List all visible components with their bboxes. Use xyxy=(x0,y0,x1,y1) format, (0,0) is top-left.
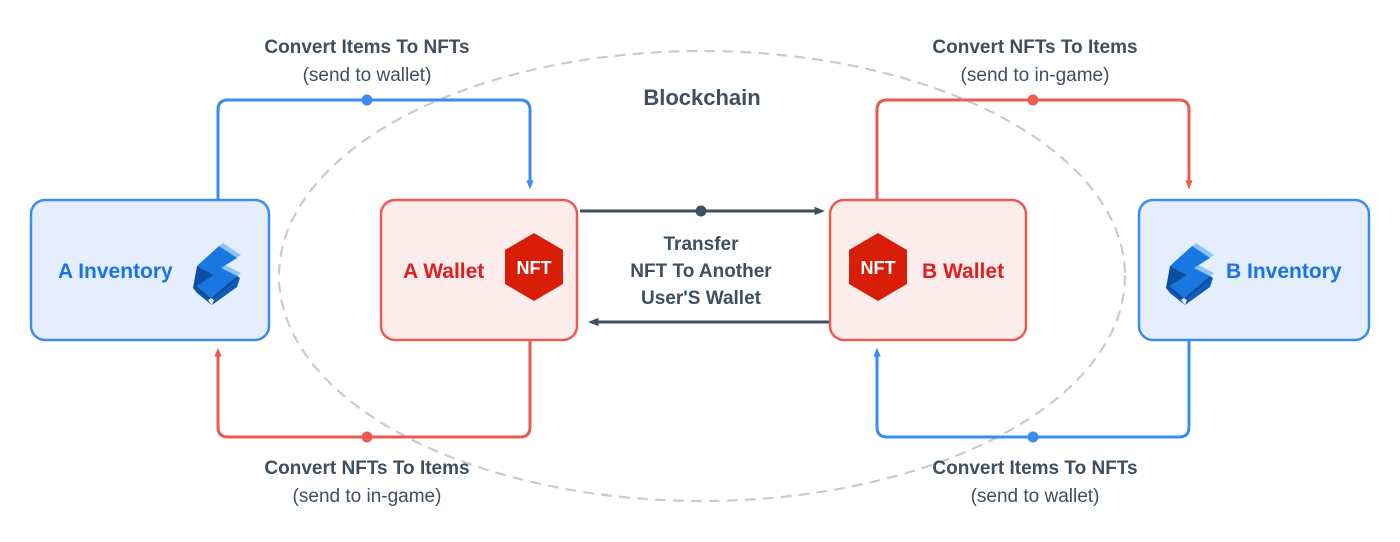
node-label: A Wallet xyxy=(403,260,484,283)
connector-midpoint-dot xyxy=(361,94,373,106)
connector-midpoint-dot xyxy=(695,205,707,217)
nft-badge-label: NFT xyxy=(861,258,896,278)
flow-label-subtitle: (send to in-game) xyxy=(293,486,442,507)
transfer-label: Transfer NFT To Another User'S Wallet xyxy=(630,234,772,309)
transfer-label-line2: NFT To Another xyxy=(630,261,772,282)
connector-b-items-to-nfts xyxy=(873,328,1191,443)
connector-b-nfts-to-items xyxy=(875,94,1193,202)
flow-label-subtitle: (send to in-game) xyxy=(961,65,1110,86)
transfer-label-line3: User'S Wallet xyxy=(641,288,762,309)
flow-label-subtitle: (send to wallet) xyxy=(303,65,432,86)
connector-midpoint-dot xyxy=(1027,431,1039,443)
bolt-icon xyxy=(1166,243,1214,305)
nft-badge-label: NFT xyxy=(517,258,552,278)
connector-a-nfts-to-items xyxy=(214,338,532,443)
node-a-inventory[interactable]: A Inventory xyxy=(29,198,271,342)
node-label: B Inventory xyxy=(1226,260,1342,283)
flow-label-title: Convert NFTs To Items xyxy=(932,37,1137,58)
node-label: B Wallet xyxy=(922,260,1004,283)
connector-transfer-a-to-b xyxy=(580,205,825,217)
flow-label-b-items-to-nfts: Convert Items To NFTs (send to wallet) xyxy=(932,458,1137,507)
blockchain-title: Blockchain xyxy=(643,85,760,110)
node-b-wallet[interactable]: NFT B Wallet xyxy=(828,198,1028,342)
flow-label-a-nfts-to-items: Convert NFTs To Items (send to in-game) xyxy=(264,458,469,507)
nft-hexagon-icon: NFT xyxy=(849,233,907,301)
nft-hexagon-icon: NFT xyxy=(505,233,563,301)
connector-a-items-to-nfts xyxy=(216,94,534,332)
blockchain-boundary-ellipse xyxy=(277,49,1127,503)
node-b-inventory[interactable]: B Inventory xyxy=(1137,198,1371,342)
flow-label-title: Convert Items To NFTs xyxy=(264,37,469,58)
node-label: A Inventory xyxy=(58,260,173,283)
connector-midpoint-dot xyxy=(361,431,373,443)
flow-label-subtitle: (send to wallet) xyxy=(971,486,1100,507)
flow-label-title: Convert NFTs To Items xyxy=(264,458,469,479)
flow-label-b-nfts-to-items: Convert NFTs To Items (send to in-game) xyxy=(932,37,1137,86)
bolt-icon xyxy=(193,243,241,305)
flow-label-title: Convert Items To NFTs xyxy=(932,458,1137,479)
node-a-wallet[interactable]: A Wallet NFT xyxy=(379,198,579,342)
transfer-label-line1: Transfer xyxy=(664,234,740,255)
flow-label-a-items-to-nfts: Convert Items To NFTs (send to wallet) xyxy=(264,37,469,86)
connector-midpoint-dot xyxy=(1027,94,1039,106)
